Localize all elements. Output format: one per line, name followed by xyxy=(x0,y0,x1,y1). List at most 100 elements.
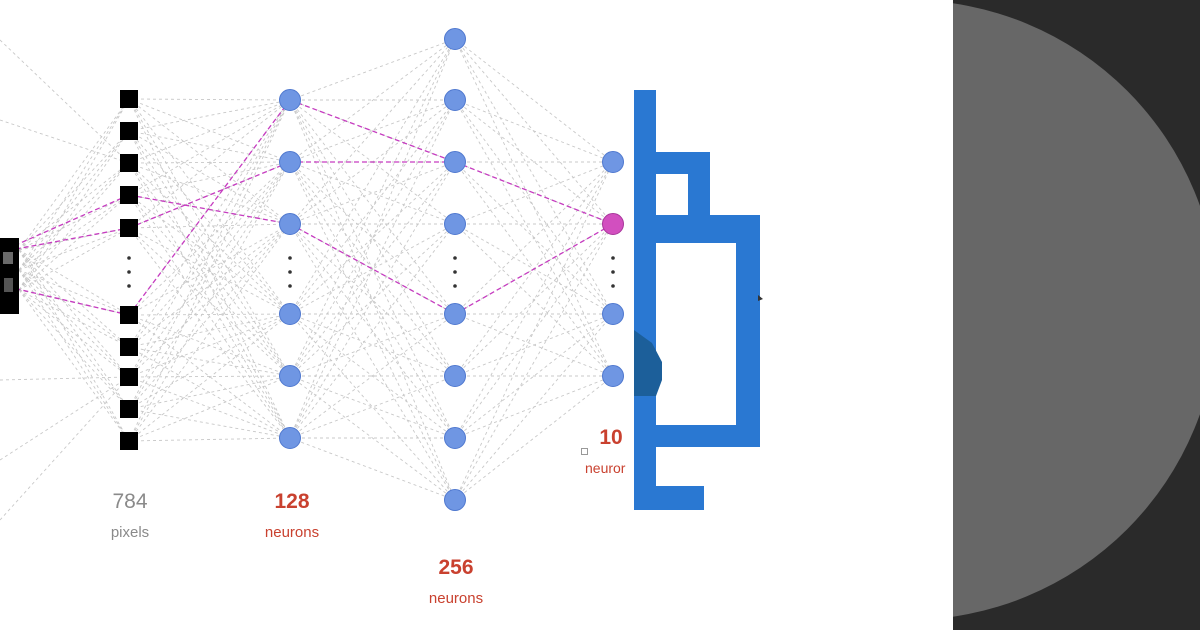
neuron xyxy=(279,303,301,325)
highlight-connection-line xyxy=(454,161,614,225)
highlight-connection-line xyxy=(0,227,130,253)
neuron xyxy=(444,89,466,111)
connection-line xyxy=(128,99,291,164)
connection-line xyxy=(18,249,130,348)
neuron xyxy=(444,213,466,235)
neuron xyxy=(279,213,301,235)
connection-line xyxy=(18,269,130,442)
connection-line xyxy=(18,289,130,442)
hidden2-layer-unit: neurons xyxy=(428,590,484,607)
connection-line xyxy=(128,162,291,315)
connection-line xyxy=(128,313,291,410)
ellipsis-dot xyxy=(611,270,615,274)
connection-line xyxy=(128,130,291,315)
neuron xyxy=(279,427,301,449)
ellipsis-dot xyxy=(453,256,457,260)
connection-line xyxy=(128,98,291,315)
input-pixel xyxy=(120,219,138,237)
connection-line xyxy=(289,313,456,377)
connection-line xyxy=(128,99,291,410)
connection-line xyxy=(289,223,456,315)
input-pixels-group xyxy=(120,90,138,450)
connection-line xyxy=(128,99,291,132)
connection-line xyxy=(289,313,456,439)
connection-line xyxy=(128,161,291,378)
connection-line xyxy=(18,289,130,410)
connection-line xyxy=(128,99,291,348)
connection-line xyxy=(289,99,456,439)
connection-line xyxy=(128,162,291,439)
hidden2-layer-count: 256 xyxy=(438,556,474,579)
ellipsis-dot xyxy=(611,284,615,288)
connection-line xyxy=(18,162,130,251)
connection-line xyxy=(18,130,130,271)
neuron xyxy=(279,365,301,387)
connection-line xyxy=(454,99,614,377)
input-pixel xyxy=(120,90,138,108)
neuron xyxy=(444,151,466,173)
connection-line xyxy=(289,161,456,501)
connection-line xyxy=(289,375,456,439)
connection-line xyxy=(454,161,614,501)
neural-network-diagram xyxy=(0,28,763,521)
highlighted-connections-group xyxy=(0,99,614,316)
connection-line xyxy=(289,223,456,501)
ellipsis-dots-group xyxy=(127,256,615,288)
output-layer-count: 10 xyxy=(599,426,623,449)
connections-group xyxy=(0,38,614,521)
connection-line xyxy=(454,99,614,163)
ellipsis-dot xyxy=(611,256,615,260)
connection-line xyxy=(289,38,456,163)
connection-line xyxy=(289,313,456,501)
connection-line xyxy=(18,98,130,251)
connection-line xyxy=(0,376,130,521)
highlight-connection-line xyxy=(289,223,456,315)
resize-handle xyxy=(581,448,588,455)
connection-line xyxy=(128,161,291,410)
neuron xyxy=(602,365,624,387)
input-pixel xyxy=(120,122,138,140)
connection-line xyxy=(18,269,130,378)
input-pixel xyxy=(120,432,138,450)
connection-line xyxy=(128,98,291,101)
neuron xyxy=(444,28,466,50)
ellipsis-dot xyxy=(288,284,292,288)
connection-line xyxy=(128,313,291,378)
connection-line xyxy=(18,162,130,271)
ellipsis-dot xyxy=(288,270,292,274)
highlight-connection-line xyxy=(289,99,456,163)
connection-line xyxy=(128,376,291,439)
input-pixel xyxy=(120,154,138,172)
connection-line xyxy=(289,375,456,439)
input-layer-unit: pixels xyxy=(110,524,150,541)
neuron xyxy=(444,365,466,387)
connection-line xyxy=(128,99,291,196)
ellipsis-dot xyxy=(127,284,131,288)
connection-line xyxy=(18,249,130,410)
connection-line xyxy=(128,99,291,229)
connection-line xyxy=(454,223,614,377)
highlight-connection-line xyxy=(128,194,291,225)
neuron xyxy=(279,151,301,173)
connection-line xyxy=(454,38,614,225)
neurons-group xyxy=(279,28,624,511)
connection-line xyxy=(128,313,291,442)
output-label-box xyxy=(585,424,631,480)
connection-line xyxy=(454,313,614,377)
input-pixel xyxy=(120,306,138,324)
connection-line xyxy=(128,98,291,163)
connection-line xyxy=(0,119,130,164)
hidden1-layer-unit: neurons xyxy=(264,524,320,541)
connection-line xyxy=(289,161,456,225)
connection-line xyxy=(454,223,614,501)
output-layer-unit: neuror xyxy=(585,460,626,476)
connection-line xyxy=(128,408,291,439)
connection-line xyxy=(289,161,456,315)
connection-line xyxy=(289,375,456,501)
connection-line xyxy=(18,289,130,348)
ellipsis-dot xyxy=(453,270,457,274)
connection-line xyxy=(289,99,456,501)
connection-line xyxy=(18,289,130,378)
panel-circle-shape xyxy=(953,0,1200,620)
connection-line xyxy=(289,38,456,101)
